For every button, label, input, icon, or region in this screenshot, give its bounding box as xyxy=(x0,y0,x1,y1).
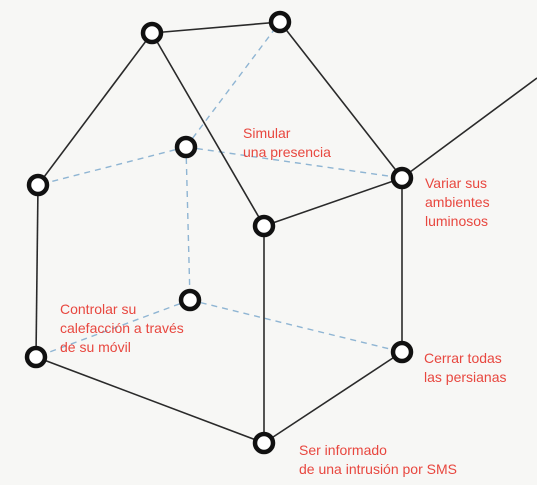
label-line: Controlar su xyxy=(60,301,137,317)
antenna-line xyxy=(401,77,537,179)
hidden-edge xyxy=(189,299,403,353)
node-front-top xyxy=(252,214,276,238)
roof-edge xyxy=(151,32,265,227)
roof-edge xyxy=(279,21,403,179)
hidden-edge xyxy=(185,21,281,148)
node-right-top xyxy=(390,166,414,190)
node-back-top xyxy=(174,135,198,159)
label-line: de su móvil xyxy=(60,339,131,355)
eave-edge xyxy=(263,177,403,227)
label-controlar-calefaccion: Controlar su calefacción a través de su … xyxy=(60,300,184,357)
label-line: Ser informado xyxy=(299,442,387,458)
hidden-edge xyxy=(35,299,191,358)
node-front-bottom xyxy=(252,431,276,455)
hidden-edge xyxy=(185,146,191,301)
wall-edge xyxy=(35,184,39,358)
node-roof-right xyxy=(268,10,292,34)
roof-ridge-edge xyxy=(151,21,281,34)
roof-edge xyxy=(37,32,153,186)
label-line: luminosos xyxy=(425,213,489,229)
label-line: una presencia xyxy=(243,144,331,160)
node-back-bottom xyxy=(178,288,202,312)
node-right-bottom xyxy=(390,340,414,364)
label-line: las persianas xyxy=(424,369,507,385)
label-simular-presencia: Simular una presencia xyxy=(243,124,331,162)
node-left-bottom xyxy=(24,345,48,369)
label-cerrar-persianas: Cerrar todas las persianas xyxy=(424,349,537,387)
label-line: Variar sus xyxy=(425,175,487,191)
node-left-top xyxy=(26,173,50,197)
node-roof-left xyxy=(140,21,164,45)
base-edge xyxy=(35,356,265,444)
label-line: calefacción a través xyxy=(60,320,184,336)
label-variar-ambientes: Variar sus ambientes luminosos xyxy=(425,174,490,231)
label-line: Simular xyxy=(243,125,291,141)
label-line: Cerrar todas xyxy=(424,350,502,366)
label-line: de una intrusión por SMS xyxy=(299,461,457,477)
label-line: ambientes xyxy=(425,194,490,210)
base-edge xyxy=(263,351,403,444)
label-ser-informado: Ser informado de una intrusión por SMS xyxy=(299,441,457,479)
hidden-edge xyxy=(37,146,187,186)
